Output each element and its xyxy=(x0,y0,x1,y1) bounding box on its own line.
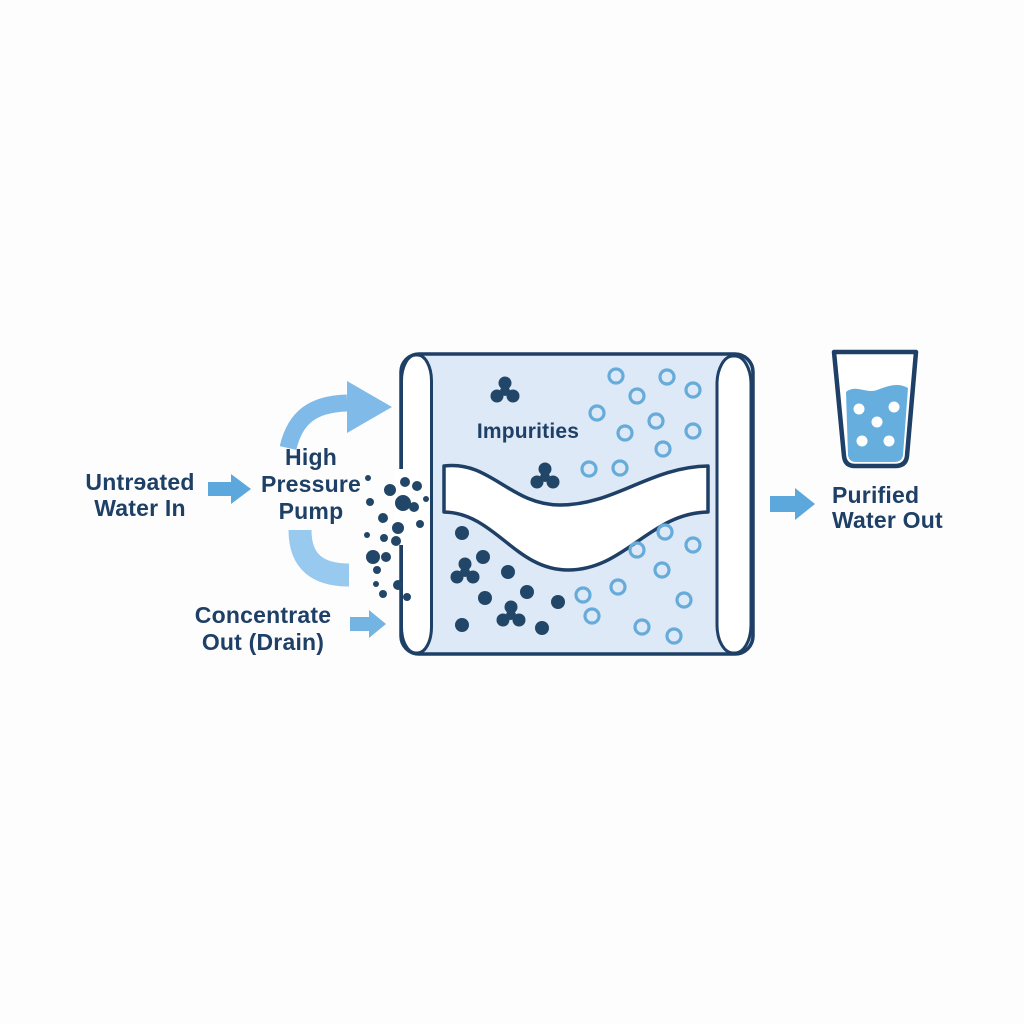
feed-spray-dots xyxy=(364,475,429,601)
label-high-pressure-pump: High Pressure Pump xyxy=(248,444,374,525)
water-molecules-bottom xyxy=(574,523,702,645)
label-line: Untrɘated xyxy=(85,469,195,495)
impurity-clusters xyxy=(450,376,560,627)
label-line: Pump xyxy=(278,498,344,524)
concentrate-out-arrow-right-icon xyxy=(350,610,386,638)
pump-arc-icon xyxy=(288,529,350,587)
untreated-in-arrow-right-icon xyxy=(208,474,251,504)
label-purified-water-out: Purified Water Out xyxy=(832,483,992,533)
vessel-right-endcap-icon xyxy=(715,354,753,655)
impurity-dots xyxy=(455,526,565,635)
glass-water-bubbles xyxy=(853,401,900,447)
water-molecules-top xyxy=(580,367,702,478)
label-line: Pressure xyxy=(260,471,362,497)
label-impurities: Impurities xyxy=(476,420,580,443)
label-line: Out (Drain) xyxy=(201,629,325,655)
label-untreated-water-in: Untrɘated Water In xyxy=(55,469,225,521)
membrane-sheet-icon xyxy=(442,463,710,572)
label-line: Concentrate xyxy=(194,602,332,628)
label-line: Water Out xyxy=(832,507,943,533)
label-concentrate-out-drain: Concentrate Out (Drain) xyxy=(172,602,354,656)
pump-swoosh-arrow-icon xyxy=(279,394,348,451)
label-line: Water In xyxy=(94,495,186,521)
label-line: Purified xyxy=(832,482,920,508)
purified-out-arrow-right-icon xyxy=(770,488,815,520)
label-line: High xyxy=(285,444,337,470)
pump-arrowhead-icon xyxy=(347,381,392,433)
